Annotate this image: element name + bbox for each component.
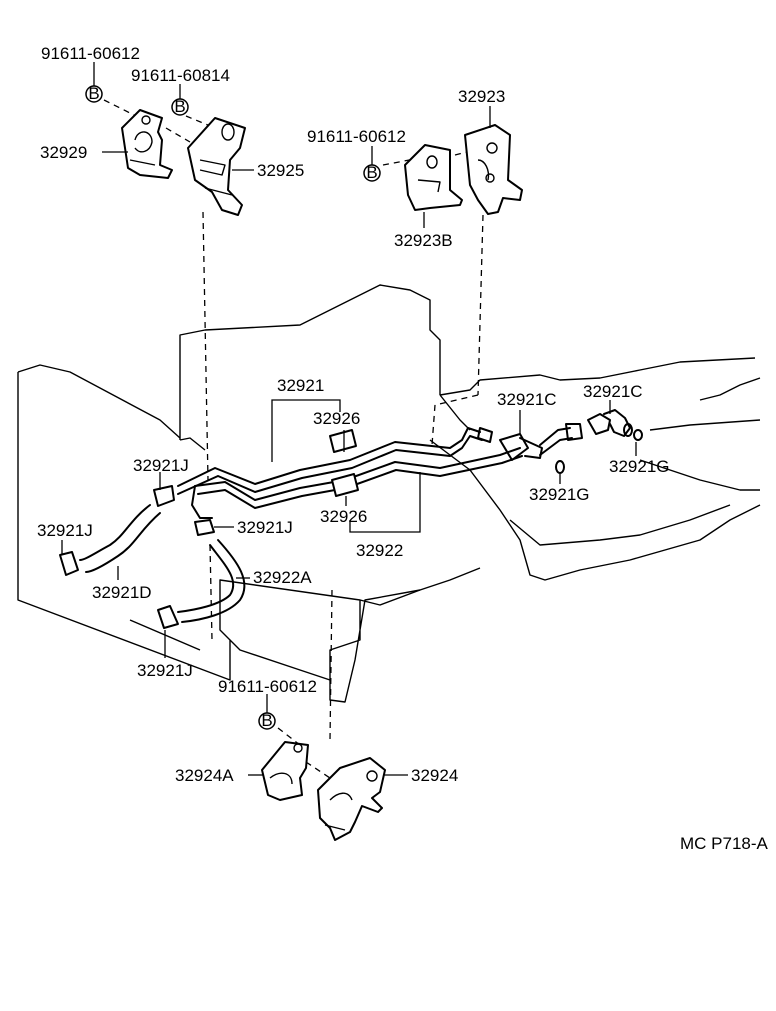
bracket-32925 — [187, 117, 246, 216]
label-32924A: 32924A — [175, 766, 234, 785]
hose-32922A — [157, 519, 246, 629]
leader-lines — [61, 62, 637, 776]
hose-32921D — [59, 485, 175, 576]
label-32921G-left: 32921G — [529, 485, 590, 504]
label-32924: 32924 — [411, 766, 458, 785]
label-91611-60612-b: 91611-60612 — [307, 127, 406, 146]
label-32923: 32923 — [458, 87, 505, 106]
sleeve-32926-upper — [329, 429, 357, 453]
label-32921J-upper: 32921J — [133, 456, 189, 475]
label-32921J-mid: 32921J — [237, 518, 293, 537]
label-32925: 32925 — [257, 161, 304, 180]
engine-outline — [17, 284, 761, 703]
svg-text:B: B — [88, 84, 99, 103]
bolt-b-icon: B — [258, 711, 276, 730]
fitting-32921C-left — [477, 423, 583, 461]
o-ring-32921G — [555, 429, 643, 474]
label-91611-60814: 91611-60814 — [131, 66, 230, 85]
label-91611-60612-c: 91611-60612 — [218, 677, 317, 696]
bolt-b-icon: B — [171, 97, 189, 116]
bolt-b-icon: B — [363, 163, 381, 182]
bolt-b-icon: B — [85, 84, 103, 103]
reference-code: MC P718-A — [680, 834, 769, 853]
label-32921: 32921 — [277, 376, 324, 395]
label-32922A: 32922A — [253, 568, 312, 587]
bracket-32923B — [404, 144, 463, 211]
label-32921G-right: 32921G — [609, 457, 670, 476]
bracket-32924A — [261, 741, 309, 801]
label-32921J-left: 32921J — [37, 521, 93, 540]
svg-text:B: B — [366, 163, 377, 182]
label-32926-lower: 32926 — [320, 507, 367, 526]
fitting-32921C-right — [587, 409, 633, 437]
part-labels: 91611-60612 91611-60814 32929 32925 3292… — [37, 44, 769, 853]
bracket-32924 — [317, 757, 386, 841]
svg-text:B: B — [174, 97, 185, 116]
label-32929: 32929 — [40, 143, 87, 162]
label-32921J-lower: 32921J — [137, 661, 193, 680]
sleeve-32926-lower — [331, 473, 359, 497]
label-32926-upper: 32926 — [313, 409, 360, 428]
bracket-32923 — [464, 124, 523, 215]
label-91611-60612-a: 91611-60612 — [41, 44, 140, 63]
bracket-32929 — [121, 109, 173, 179]
label-32921D: 32921D — [92, 583, 152, 602]
label-32921C-right: 32921C — [583, 382, 643, 401]
label-32923B: 32923B — [394, 231, 453, 250]
svg-text:B: B — [261, 711, 272, 730]
label-32921C-left: 32921C — [497, 390, 557, 409]
label-32922: 32922 — [356, 541, 403, 560]
